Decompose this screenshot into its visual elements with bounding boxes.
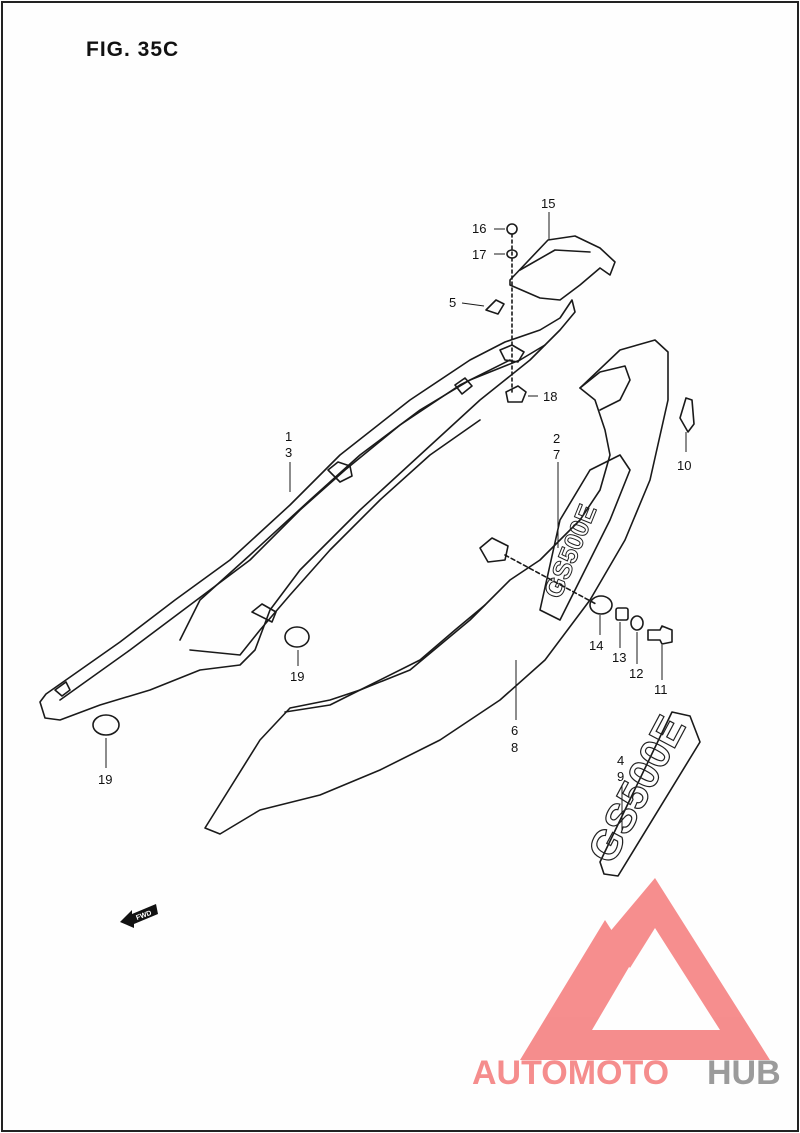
grommet-19-lower [92, 714, 120, 736]
left-cover-hook [454, 377, 473, 395]
callout-16: 16 [472, 221, 486, 236]
bolt-part-11 [647, 625, 673, 645]
watermark-text-part1: AUTOMOTO [472, 1054, 669, 1092]
callout-6: 6 [511, 723, 518, 738]
grommet-part-14 [589, 595, 613, 615]
left-cover-inner-edge [59, 359, 511, 701]
rear-bracket-plate [509, 235, 616, 301]
right-frame-cover [204, 339, 669, 835]
callout-4: 4 [617, 753, 624, 768]
left-cover-tab-rear [327, 461, 353, 483]
callout-5: 5 [449, 295, 456, 310]
callout-10: 10 [677, 458, 691, 473]
leader-lines [105, 212, 687, 830]
washer-part-12 [630, 615, 644, 631]
watermark-triangle-icon [520, 878, 770, 1060]
left-cover-tab-front [54, 681, 71, 697]
callout-8: 8 [511, 740, 518, 755]
callout-3: 3 [285, 445, 292, 460]
left-cover-tab-mid [251, 603, 277, 623]
callout-9: 9 [617, 769, 624, 784]
callout-12: 12 [629, 666, 643, 681]
callout-7: 7 [553, 447, 560, 462]
nut-part-18 [505, 385, 527, 403]
screw-part-16 [506, 223, 518, 235]
left-cover-channel [179, 344, 546, 641]
callout-11: 11 [654, 682, 668, 697]
callout-19-lower: 19 [98, 772, 112, 787]
cover-decal-text: GS500E [538, 500, 603, 602]
watermark-text-part2: HUB [707, 1054, 781, 1092]
fwd-arrow: FWD [120, 904, 158, 928]
callout-15: 15 [541, 196, 555, 211]
grommet-19-upper [284, 626, 310, 648]
grommet-mount-center [499, 344, 525, 363]
left-cover-lower-lip [189, 419, 481, 656]
callout-18: 18 [543, 389, 557, 404]
clip-part-10 [679, 397, 695, 433]
figure-title: FIG. 35C [86, 38, 180, 61]
callout-1: 1 [285, 429, 292, 444]
decal-part-4 [599, 711, 701, 877]
callout-19-upper: 19 [290, 669, 304, 684]
clip-part-5 [485, 299, 505, 315]
callout-2: 2 [553, 431, 560, 446]
right-cover-lower-ridge [284, 604, 486, 713]
right-cover-decal-area [539, 454, 631, 621]
right-cover-front-mount [479, 537, 509, 563]
callout-14: 14 [589, 638, 603, 653]
collar-part-13 [615, 607, 629, 621]
rear-bracket-fold [519, 249, 591, 271]
automotohub-watermark: AUTOMOTO HUB [472, 878, 781, 1092]
left-frame-cover [39, 299, 576, 721]
callout-13: 13 [612, 650, 626, 665]
right-cover-top-edge [579, 365, 631, 411]
callout-17: 17 [472, 247, 486, 262]
